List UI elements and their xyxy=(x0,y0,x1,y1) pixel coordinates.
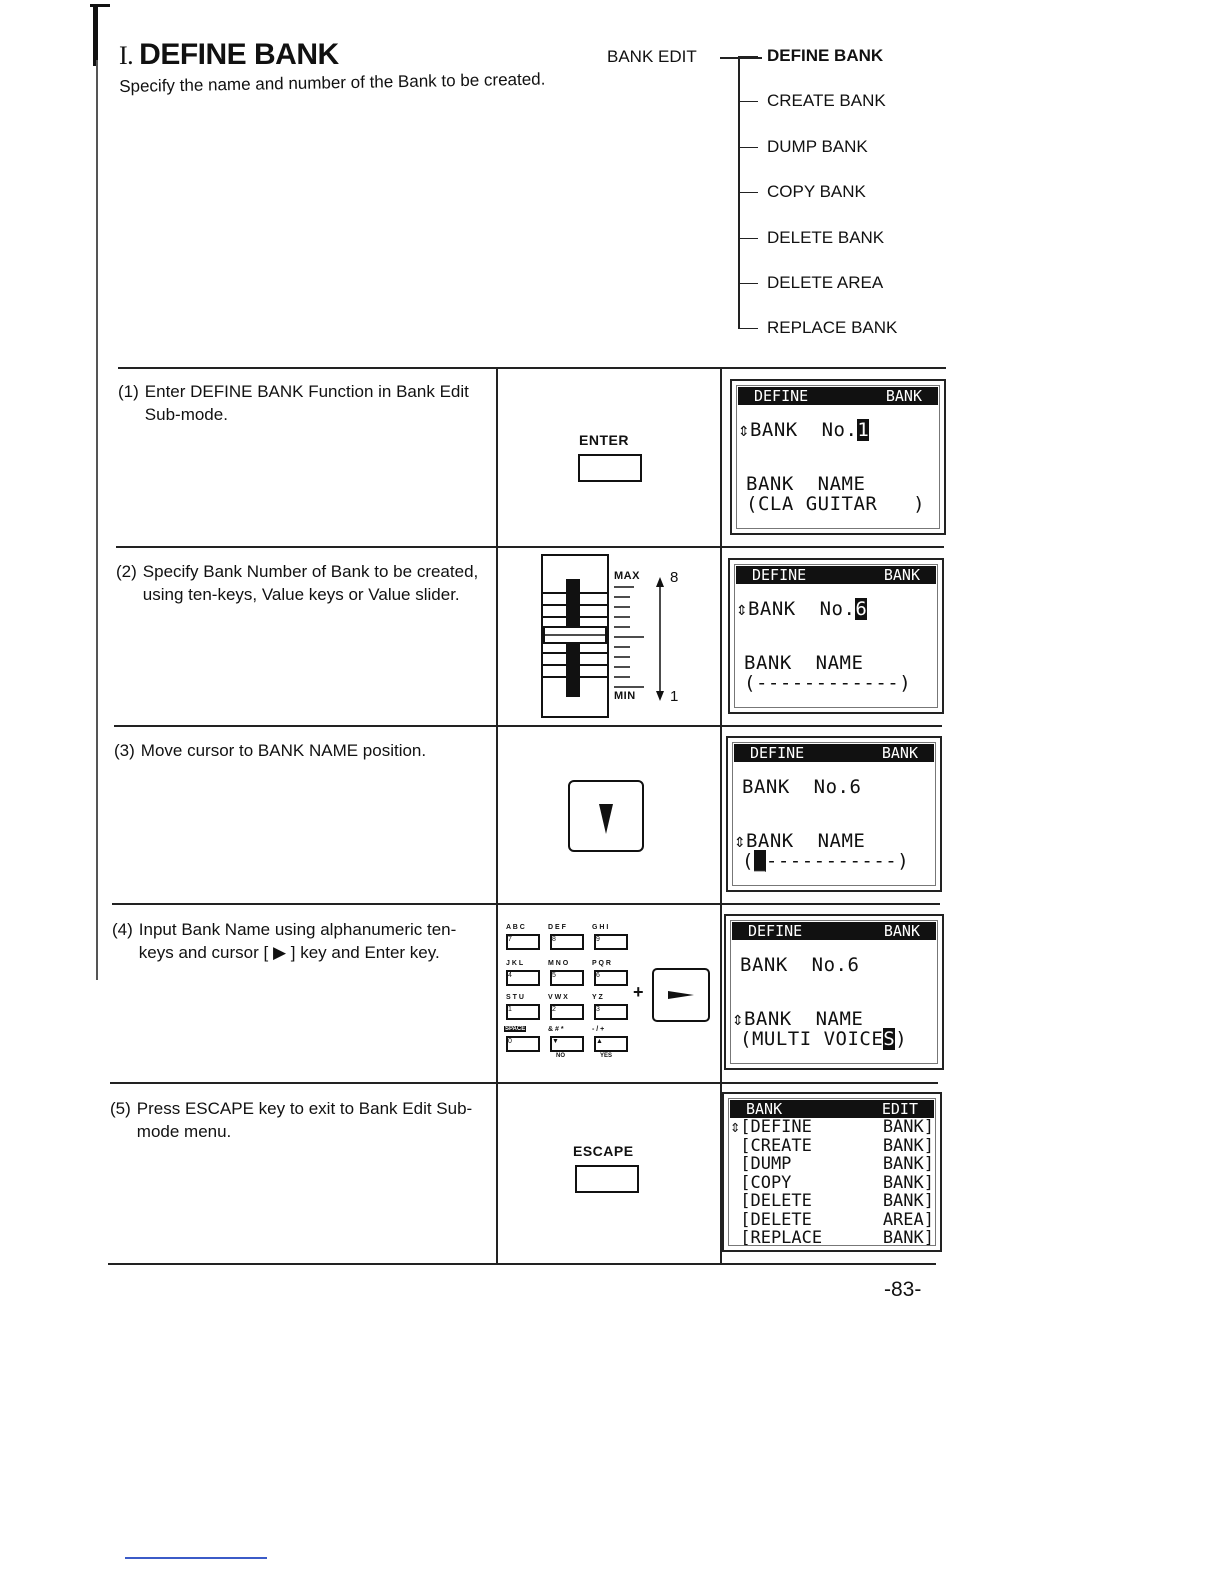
enter-key[interactable] xyxy=(578,454,642,482)
digit-key[interactable]: 0 xyxy=(506,1036,540,1052)
section-title-text: DEFINE BANK xyxy=(139,38,339,71)
table-rule xyxy=(118,367,946,369)
slider-max-label: MAX xyxy=(614,570,640,582)
digit-key[interactable]: 2 xyxy=(550,1004,584,1020)
tree-connector xyxy=(720,57,762,59)
lcd-bank-name-value: (------------) xyxy=(744,672,912,694)
cursor-right-key[interactable] xyxy=(652,968,710,1022)
digit-key[interactable]: 9 xyxy=(594,934,628,950)
table-rule xyxy=(110,1082,938,1084)
lcd-bank-number: BANK No.6 xyxy=(740,954,860,976)
cursor-down-key[interactable] xyxy=(568,780,644,852)
tree-root: BANK EDIT xyxy=(607,47,697,66)
value-slider-illustration xyxy=(541,554,664,718)
table-rule xyxy=(496,367,498,1263)
digit-key[interactable]: 4 xyxy=(506,970,540,986)
lcd-bank-number: ⇕BANK No.1 xyxy=(738,419,870,441)
step-4: (4)Input Bank Name using alphanumeric te… xyxy=(112,920,457,962)
margin-mark xyxy=(93,6,98,66)
section-title: I.DEFINE BANK xyxy=(119,38,339,72)
digit-key[interactable]: ▲ xyxy=(594,1036,628,1052)
plus-sign: + xyxy=(633,982,644,1002)
tree-item: COPY BANK xyxy=(738,182,866,202)
ten-keypad: A B C D E F G H I 7 8 9 J K L M N O P Q … xyxy=(504,924,644,1064)
tree-item: DUMP BANK xyxy=(738,137,868,157)
escape-key[interactable] xyxy=(575,1165,639,1193)
slider-min-label: MIN xyxy=(614,690,636,702)
tree-item: DELETE BANK xyxy=(738,228,884,248)
margin-mark xyxy=(90,4,110,7)
step-2: (2)Specify Bank Number of Bank to be cre… xyxy=(116,562,479,604)
slider-min-value: 1 xyxy=(670,688,679,705)
lcd-bank-name-value: (CLA GUITAR ) xyxy=(746,493,926,515)
step-3: (3)Move cursor to BANK NAME position. xyxy=(114,741,427,760)
step-5: (5)Press ESCAPE key to exit to Bank Edit… xyxy=(110,1099,473,1141)
tree-item: DELETE AREA xyxy=(738,273,883,293)
tree-item: CREATE BANK xyxy=(738,91,886,111)
step-1: (1)Enter DEFINE BANK Function in Bank Ed… xyxy=(118,382,469,424)
lcd-bank-number: BANK No.6 xyxy=(742,776,862,798)
table-rule xyxy=(108,1263,936,1265)
escape-key-label: ESCAPE xyxy=(573,1143,634,1159)
lcd-bank-name-value: (MULTI VOICES) xyxy=(740,1028,908,1050)
lcd-bank-name-label: BANK NAME xyxy=(746,473,866,495)
lcd-bank-name-label: BANK NAME xyxy=(744,652,864,674)
bottom-rule xyxy=(125,1557,267,1559)
digit-key[interactable]: 3 xyxy=(594,1004,628,1020)
digit-key[interactable]: 7 xyxy=(506,934,540,950)
tree-item: DEFINE BANK xyxy=(738,46,883,66)
lcd-bank-name-value: (_-----------) xyxy=(742,850,910,872)
section-number: I. xyxy=(119,41,134,70)
tree-item: REPLACE BANK xyxy=(738,318,897,338)
slider-max-value: 8 xyxy=(670,569,679,586)
table-rule xyxy=(112,903,940,905)
digit-key[interactable]: 1 xyxy=(506,1004,540,1020)
table-rule xyxy=(116,546,944,548)
digit-key[interactable]: 6 xyxy=(594,970,628,986)
digit-key[interactable]: 8 xyxy=(550,934,584,950)
lcd-bank-name-label: ⇕BANK NAME xyxy=(734,830,866,852)
right-arrow-icon xyxy=(668,991,694,999)
lcd-bank-name-label: ⇕BANK NAME xyxy=(732,1008,864,1030)
enter-key-label: ENTER xyxy=(579,432,629,448)
digit-key[interactable]: ▼ xyxy=(550,1036,584,1052)
lcd-bank-number: ⇕BANK No.6 xyxy=(736,598,868,620)
digit-key[interactable]: 5 xyxy=(550,970,584,986)
table-rule xyxy=(720,367,722,1263)
margin-rule xyxy=(96,60,98,980)
down-arrow-icon xyxy=(599,804,613,834)
page-number: -83- xyxy=(884,1278,922,1301)
table-rule xyxy=(114,725,942,727)
